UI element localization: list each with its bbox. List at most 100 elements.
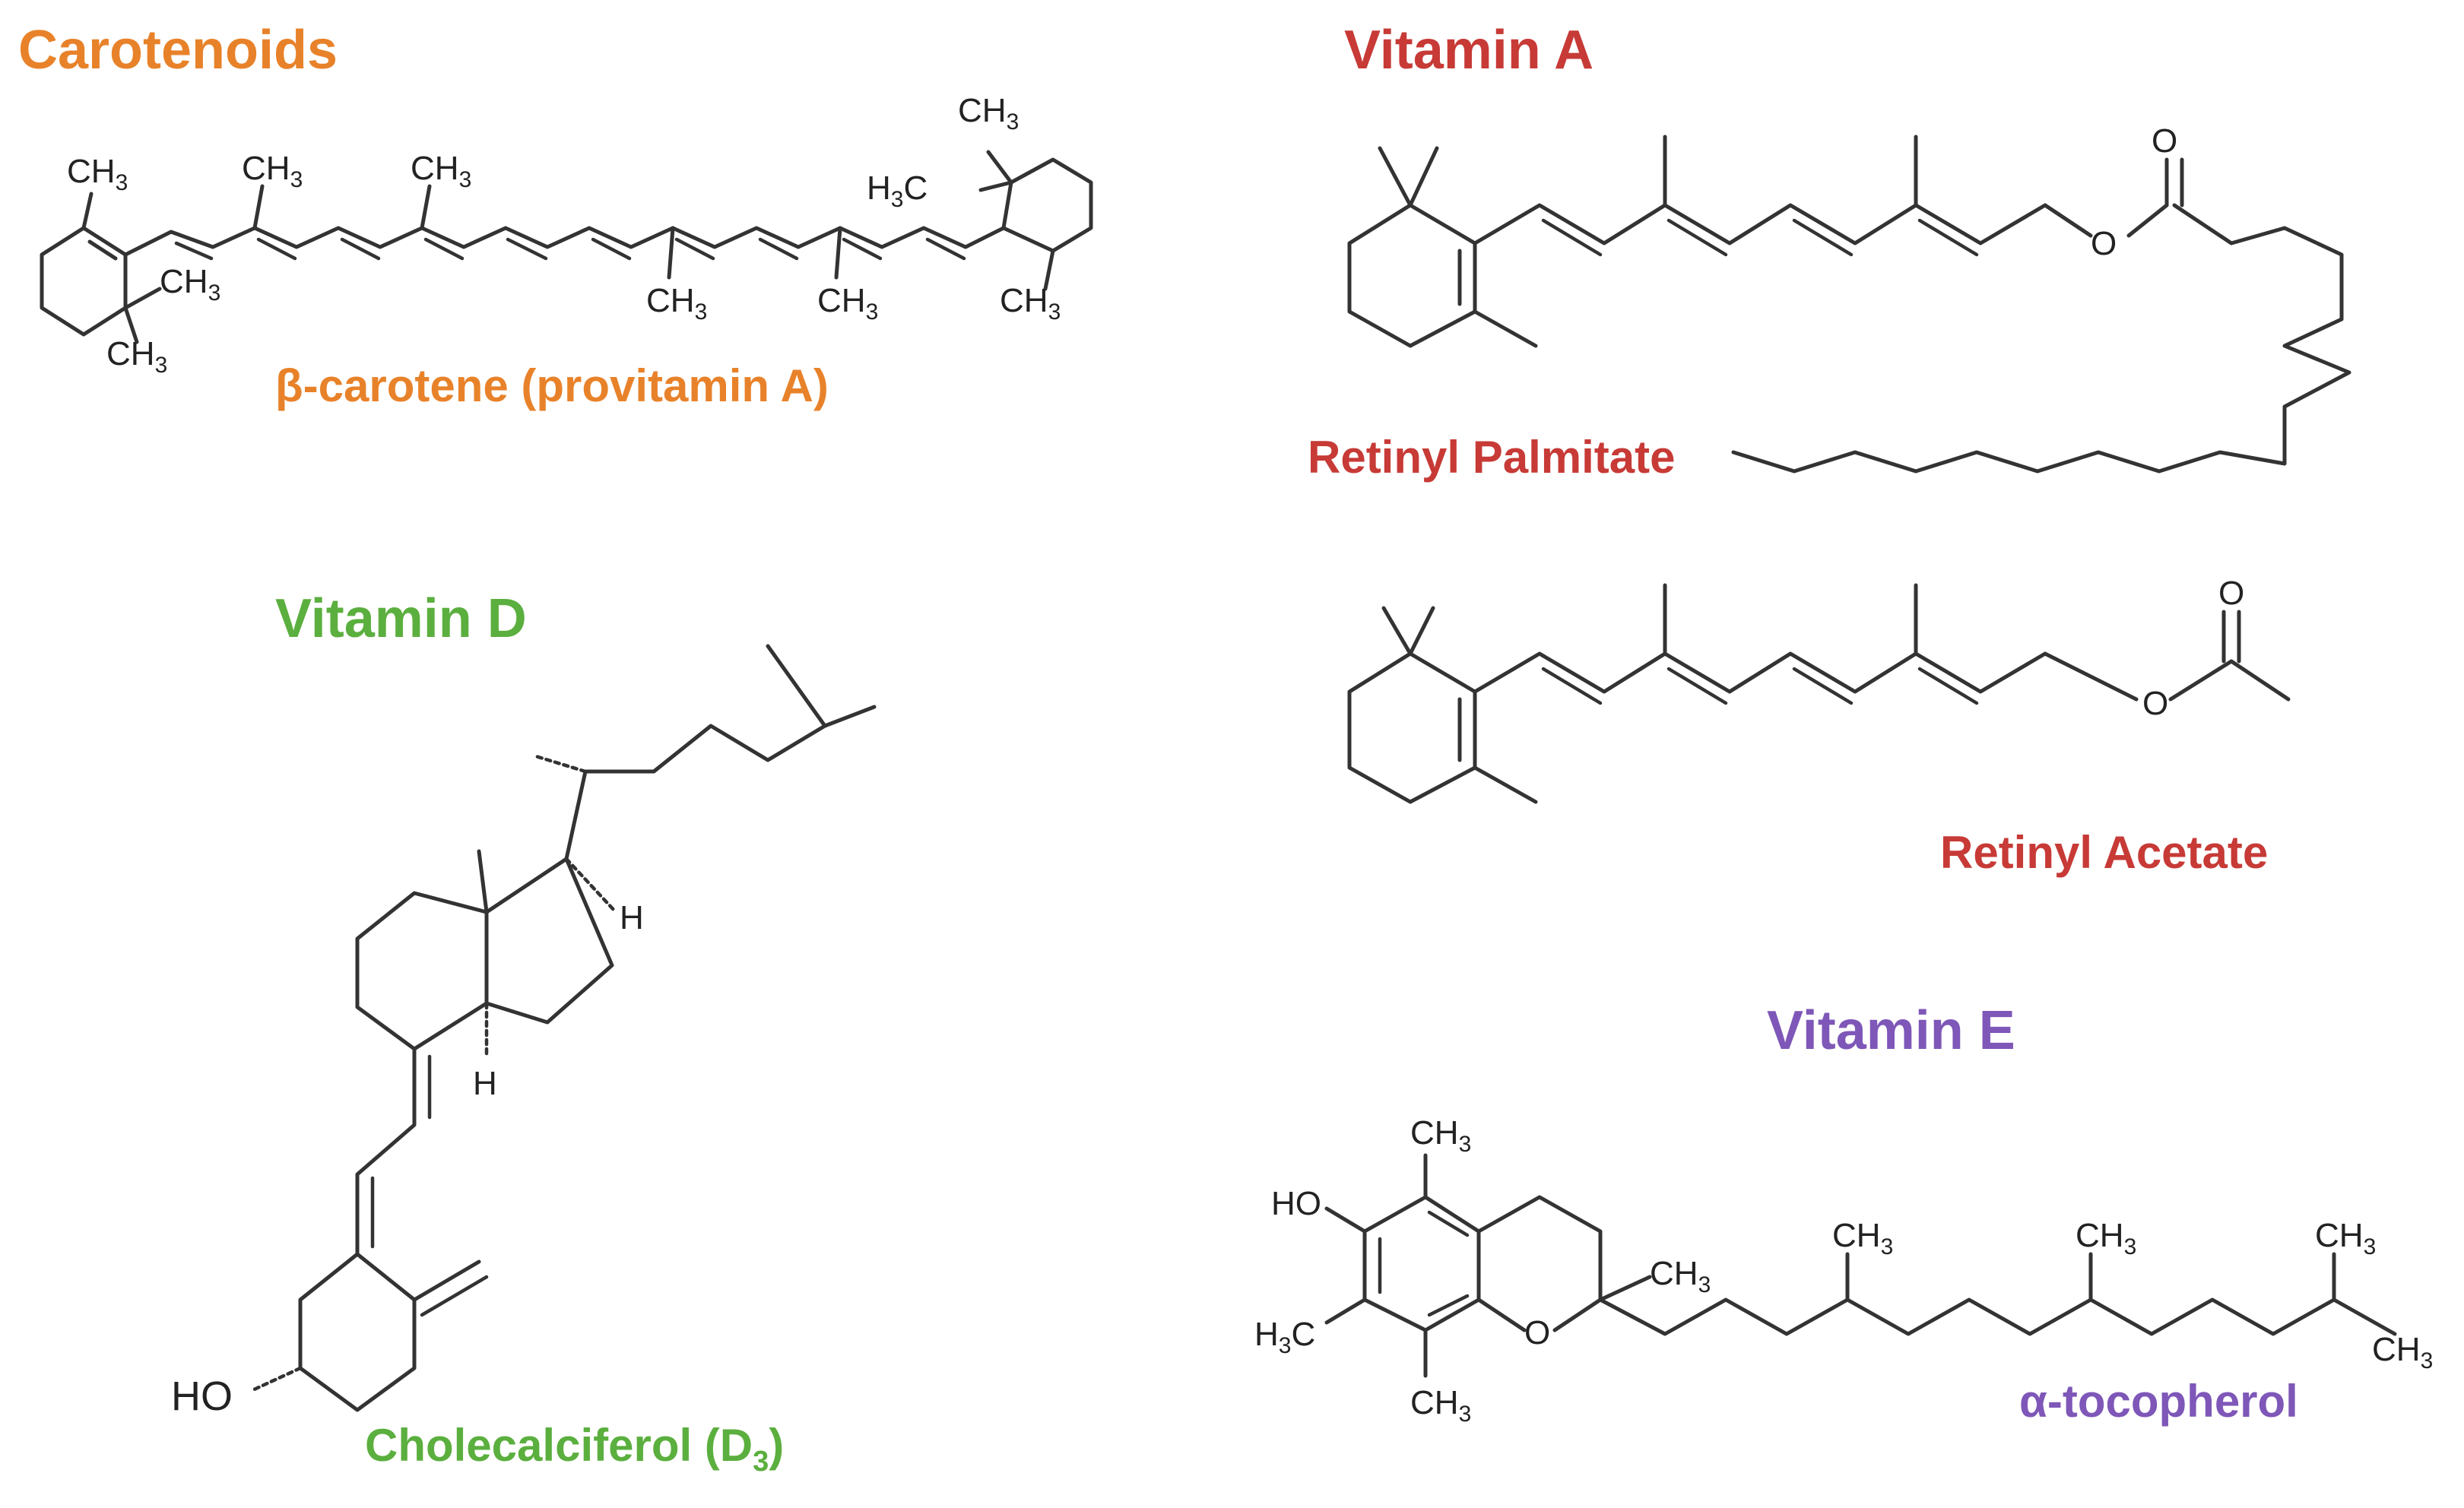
ch3-label: CH3 [67, 153, 128, 195]
double-bond [1792, 667, 1854, 705]
palmitate-ring [1347, 203, 1477, 348]
palmitate-chain [1473, 203, 2047, 246]
h-label: H [473, 1065, 497, 1102]
carbonyl-oxygen-label: O [2152, 122, 2177, 160]
double-bond [1541, 667, 1603, 705]
double-bond [174, 241, 214, 261]
retinyl-palmitate-structure: O O [1347, 122, 2351, 474]
ch3-label: CH3 [1000, 282, 1061, 325]
hashed-bond [564, 857, 618, 914]
bond [252, 184, 265, 230]
vitamin-e-title: Vitamin E [1767, 1000, 2015, 1061]
hashed-bond [534, 754, 588, 774]
phytyl-tail [1598, 1297, 2397, 1336]
exocyclic-methylene-double [420, 1275, 489, 1317]
cholecalciferol-structure: H H HO [171, 644, 877, 1419]
aromatic-double [1427, 1294, 1470, 1317]
bond [2043, 203, 2093, 238]
bond [1473, 765, 1538, 804]
bond [986, 150, 1013, 185]
alpha-tocopherol-structure: HO O CH3 CH3 H3C CH3 CH3 CH3 CH3 CH3 [1254, 1114, 2433, 1427]
bond [978, 180, 1013, 192]
bond [1408, 606, 1435, 656]
retinyl-palmitate-caption: Retinyl Palmitate [1308, 432, 1676, 483]
double-bond [1666, 667, 1728, 705]
triene-linker [355, 1047, 417, 1256]
ch3-label: CH3 [817, 282, 878, 325]
double-bond [1541, 218, 1603, 257]
bond [823, 705, 877, 728]
exocyclic-methylene [412, 1259, 481, 1302]
angular-methyl [477, 849, 489, 914]
double-bond [842, 237, 883, 261]
palmitoyl-chain [1731, 203, 2351, 474]
ch3-label: CH3 [2372, 1331, 2433, 1373]
ch3-label: CH3 [646, 282, 707, 325]
bond [123, 306, 139, 344]
bond [1473, 309, 1538, 348]
cholecalciferol-caption-subscript: 3 [753, 1446, 769, 1478]
bond [834, 226, 842, 280]
cholecalciferol-caption-text: Cholecalciferol (D [365, 1420, 753, 1471]
bond [1043, 249, 1055, 291]
chroman-ring [1476, 1195, 1603, 1332]
bond [2043, 651, 2139, 702]
bond [2168, 659, 2234, 702]
beta-carotene-left-ring [40, 226, 128, 337]
double-bond [758, 237, 799, 261]
bond [123, 287, 162, 310]
h-label: H [620, 899, 644, 936]
alpha-tocopherol-caption: α-tocopherol [2019, 1376, 2298, 1427]
double-bond [591, 237, 632, 261]
ester-oxygen-label: O [2091, 225, 2117, 262]
h3c-label: H3C [867, 169, 928, 212]
beta-carotene-caption: β-carotene (provitamin A) [275, 360, 829, 411]
beta-carotene-structure: CH3 CH3 CH3 CH3 CH3 CH3 CH3 CH3 H3C CH3 [40, 92, 1093, 378]
ho-label: HO [171, 1373, 233, 1419]
acetate-ring [1347, 651, 1477, 804]
retinyl-acetate-caption: Retinyl Acetate [1940, 827, 2269, 878]
bond [1408, 146, 1439, 208]
bond [1598, 1275, 1652, 1302]
double-bond [674, 237, 715, 261]
aromatic-double [1427, 1210, 1470, 1237]
beta-carotene-right-ring [1001, 157, 1093, 253]
carbonyl-oxygen-label: O [2218, 575, 2244, 612]
vitamin-d-title: Vitamin D [275, 588, 527, 649]
ch3-label: CH3 [2315, 1217, 2376, 1259]
cholecalciferol-caption: Cholecalciferol (D3) [365, 1420, 784, 1478]
six-membered-ring [355, 891, 489, 1051]
bond [667, 226, 675, 280]
double-bond [256, 237, 297, 261]
double-bond [506, 237, 548, 261]
vitamin-a-title: Vitamin A [1344, 20, 1594, 81]
bond [1476, 1297, 1527, 1332]
double-bond [1792, 218, 1854, 257]
ch3-label: CH3 [1832, 1217, 1893, 1259]
bond [564, 769, 588, 861]
ch3-label: CH3 [106, 335, 167, 378]
bond [2126, 203, 2169, 238]
five-membered-ring [484, 857, 614, 1025]
hashed-bond [249, 1366, 303, 1393]
h3c-label: H3C [1254, 1316, 1315, 1358]
ch3-label: CH3 [958, 92, 1019, 135]
aromatic-ring [1362, 1195, 1481, 1332]
bond [1378, 146, 1413, 208]
ch3-label: CH3 [2076, 1217, 2136, 1259]
ch3-label: CH3 [1410, 1114, 1471, 1157]
a-ring [298, 1252, 417, 1412]
ch3-label: CH3 [242, 150, 303, 192]
ring-oxygen-label: O [1524, 1314, 1550, 1351]
left-ring-double-bond [87, 239, 118, 261]
ch3-label: CH3 [1650, 1255, 1711, 1297]
double-bond [925, 237, 966, 261]
double-bond [1917, 218, 1979, 257]
double-bond [1917, 667, 1979, 705]
double-bond [423, 237, 465, 261]
retinyl-acetate-structure: O O [1347, 575, 2291, 804]
ester-oxygen-label: O [2142, 685, 2168, 722]
bond [1324, 1297, 1367, 1325]
ho-label: HO [1271, 1185, 1321, 1222]
